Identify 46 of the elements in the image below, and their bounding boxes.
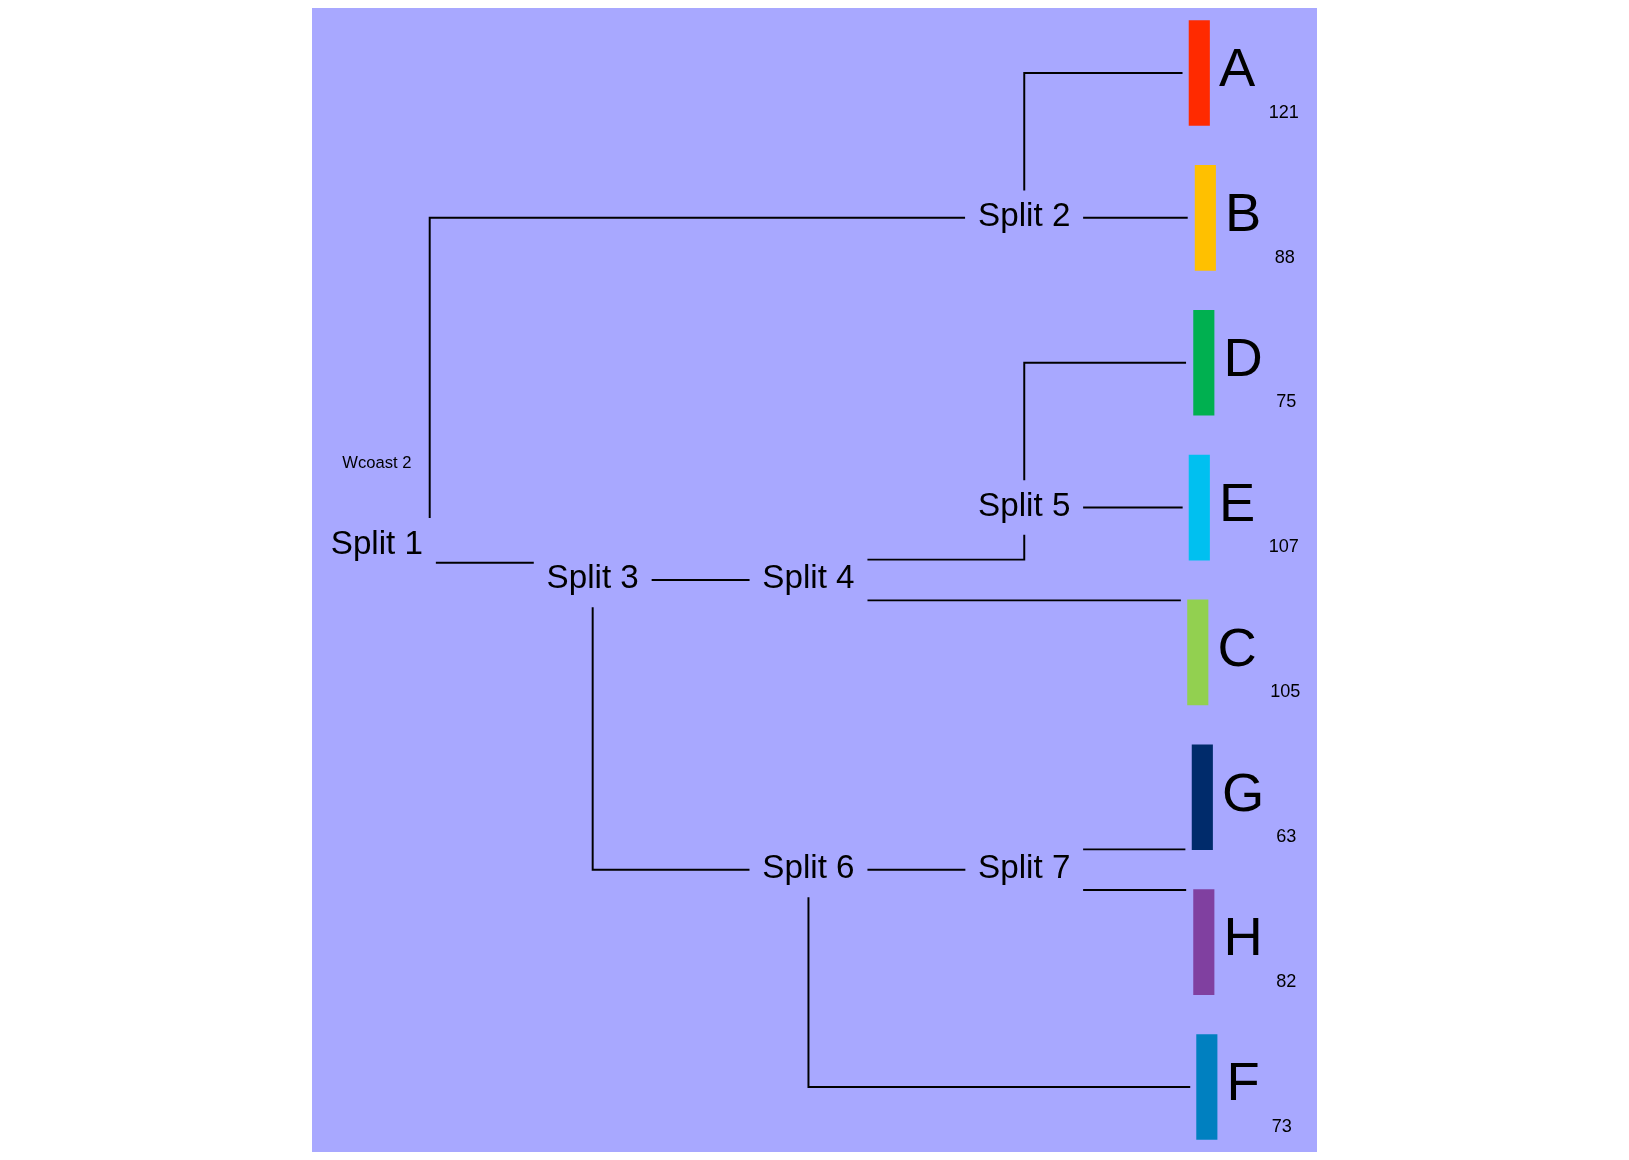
node-box [1188, 454, 1210, 561]
node-label: 105 [1270, 681, 1301, 702]
connector [807, 896, 1192, 1088]
connector [866, 533, 1026, 561]
connector [591, 606, 751, 871]
node-text: Split 2 [978, 196, 1071, 234]
node-label: 75 [1276, 391, 1297, 412]
node-label: 63 [1276, 825, 1297, 846]
node-box [1188, 20, 1210, 126]
node-label: D [1223, 326, 1263, 388]
node-text: Split 7 [978, 848, 1071, 886]
node-text: Split 5 [978, 486, 1071, 524]
connector [428, 216, 967, 519]
node-text: Split 1 [330, 523, 424, 561]
connector [650, 579, 751, 581]
node-label: A [1218, 37, 1256, 99]
node-label: 107 [1268, 536, 1299, 557]
node-label: H [1223, 906, 1263, 968]
node-box [1187, 599, 1209, 706]
node-label: 73 [1271, 1115, 1292, 1136]
node-box [1194, 165, 1216, 271]
node-box [1193, 309, 1215, 416]
node-label: C [1217, 616, 1257, 678]
node-label: F [1226, 1051, 1260, 1113]
node-label: 88 [1274, 246, 1295, 267]
connector [1082, 216, 1189, 219]
connector [1082, 848, 1187, 851]
node-label: 82 [1276, 970, 1297, 991]
node-label: E [1218, 471, 1256, 533]
node-box [1191, 744, 1213, 851]
node-text: Split 4 [762, 558, 855, 596]
connector [1082, 506, 1184, 509]
label: Wcoast 2 [342, 453, 412, 473]
node-box [1196, 1034, 1218, 1140]
node-text: Split 6 [762, 848, 855, 886]
node-label: G [1221, 761, 1265, 823]
node-box [1193, 889, 1215, 995]
connector [1023, 72, 1184, 192]
connector [866, 599, 1182, 602]
connector [1023, 361, 1188, 482]
connector [1082, 889, 1188, 892]
connector [434, 561, 535, 564]
node-label: 121 [1268, 101, 1299, 122]
node-label: B [1224, 182, 1262, 244]
connector [866, 868, 967, 871]
node-text: Split 3 [546, 558, 639, 596]
